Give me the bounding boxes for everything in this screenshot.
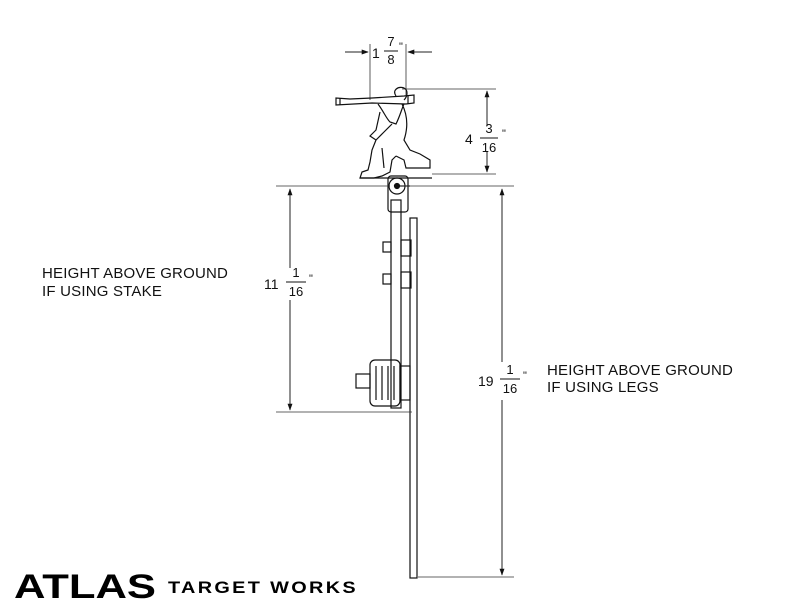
silhouette-height-denominator: 16 bbox=[482, 140, 496, 155]
stake-height-whole: 11 bbox=[264, 276, 279, 292]
silhouette-height-dimension: 4 3 16 " bbox=[402, 88, 506, 175]
legs-height-whole: 19 bbox=[478, 373, 494, 389]
stake-label-line2: IF USING STAKE bbox=[42, 283, 162, 300]
legs-height-dimension: 19 1 16 " bbox=[400, 185, 527, 578]
silhouette-height-numerator: 3 bbox=[485, 121, 492, 136]
stake-height-dimension: 11 1 16 " bbox=[264, 185, 412, 413]
top-width-dimension: 1 7 8 " bbox=[345, 34, 432, 100]
soldier-silhouette bbox=[335, 86, 432, 179]
stake-height-numerator: 1 bbox=[292, 265, 299, 280]
silhouette-height-whole: 4 bbox=[465, 131, 473, 147]
stake-label-line1: HEIGHT ABOVE GROUND bbox=[42, 265, 228, 282]
stake-height-denominator: 16 bbox=[289, 284, 303, 299]
silhouette-height-unit: " bbox=[502, 128, 506, 140]
atlas-logo: ATLAS TARGET WORKS bbox=[14, 568, 358, 606]
legs-height-numerator: 1 bbox=[506, 362, 513, 377]
brand-tagline: TARGET WORKS bbox=[168, 578, 358, 597]
top-width-numerator: 7 bbox=[387, 34, 394, 49]
legs-height-denominator: 16 bbox=[503, 381, 517, 396]
top-width-whole: 1 bbox=[372, 45, 380, 61]
legs-height-unit: " bbox=[523, 370, 527, 382]
stake-height-unit: " bbox=[309, 273, 313, 285]
legs-label-line2: IF USING LEGS bbox=[547, 379, 659, 396]
legs-label-line1: HEIGHT ABOVE GROUND bbox=[547, 362, 733, 379]
top-width-unit: " bbox=[399, 41, 403, 53]
top-width-denominator: 8 bbox=[387, 52, 394, 67]
target-arm bbox=[355, 199, 418, 579]
brand-name: ATLAS bbox=[14, 568, 156, 606]
